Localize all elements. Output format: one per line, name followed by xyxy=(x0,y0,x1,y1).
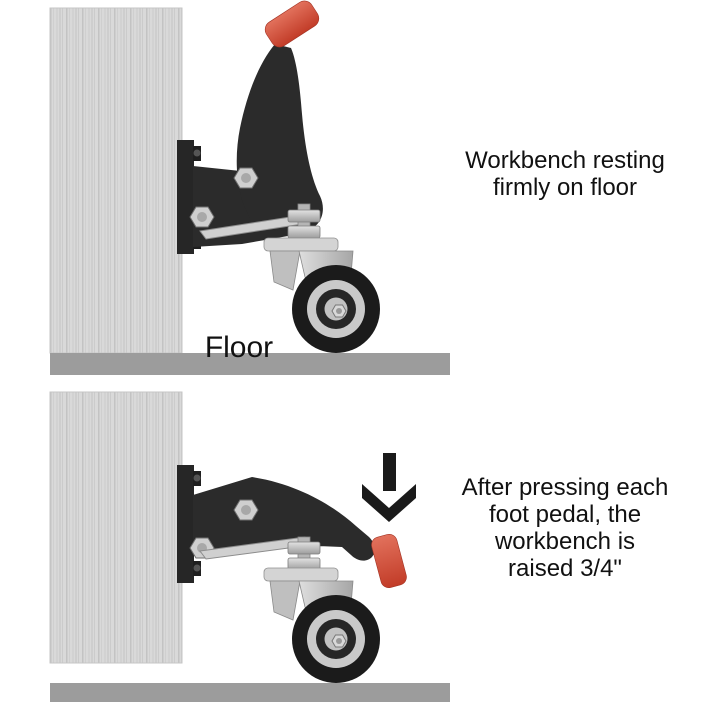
illustration-raised xyxy=(49,391,450,702)
foot-pedal-lever xyxy=(193,477,375,561)
mounting-bracket xyxy=(177,465,201,583)
workbench-leg xyxy=(49,7,183,354)
caption-line: After pressing each xyxy=(461,474,669,501)
caption-line: foot pedal, the xyxy=(488,501,642,528)
caption-line: raised 3/4" xyxy=(508,555,622,582)
pedal-red-cap xyxy=(264,0,320,48)
caster-wheel xyxy=(263,237,380,353)
pedal-red-cap xyxy=(371,534,407,588)
lift-linkage xyxy=(199,536,321,574)
caption-line: workbench is xyxy=(494,528,636,555)
caption-line: Workbench resting xyxy=(465,147,665,174)
caster-wheel xyxy=(263,567,380,683)
illustration-resting: Floor xyxy=(49,0,450,375)
caption-line: firmly on floor xyxy=(492,174,638,201)
floor-bar xyxy=(50,353,450,375)
hex-bolts xyxy=(189,167,259,228)
workbench-leg xyxy=(49,391,183,664)
down-arrow-icon xyxy=(362,453,416,522)
caption-raised: After pressing each foot pedal, the work… xyxy=(435,474,695,582)
caption-resting: Workbench resting firmly on floor xyxy=(435,147,695,201)
foot-pedal-lever xyxy=(236,44,323,231)
floor-bar xyxy=(50,683,450,702)
floor-label: Floor xyxy=(205,331,273,364)
